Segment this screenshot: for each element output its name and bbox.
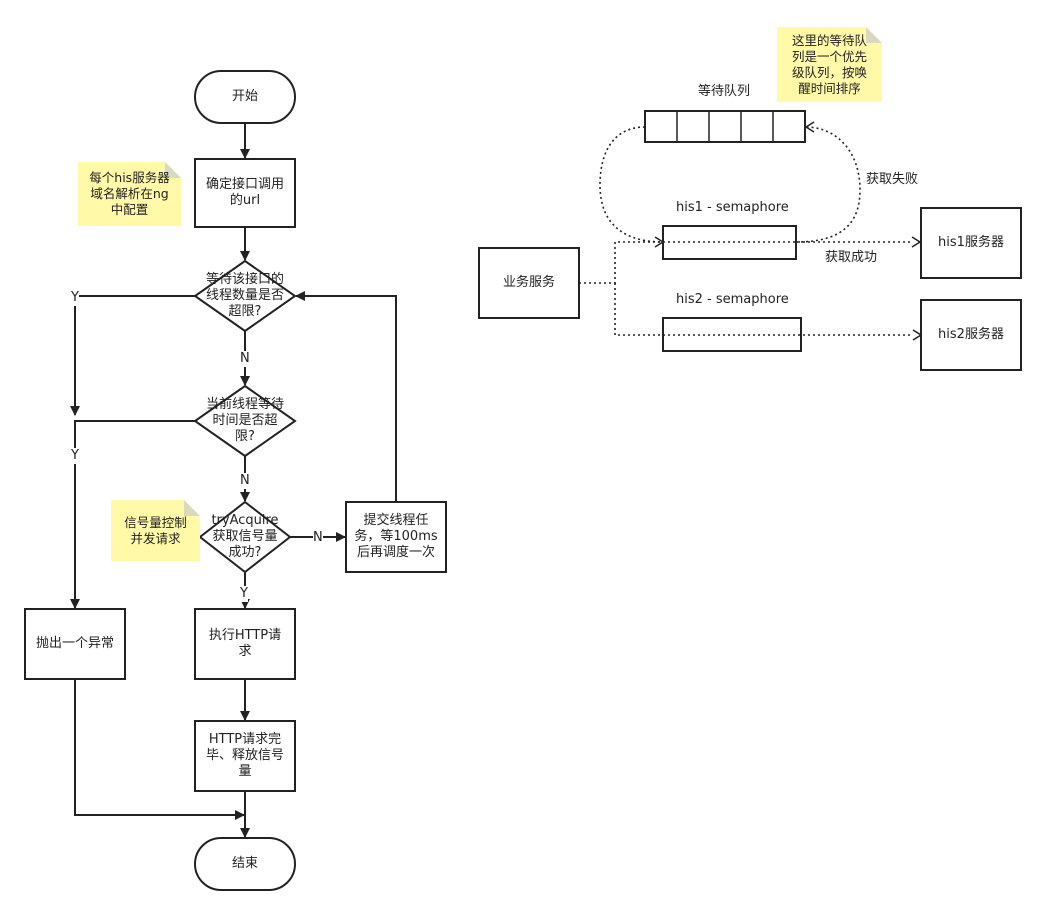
his1-server-box xyxy=(920,207,1022,279)
edge-acquire-fail-loop xyxy=(795,126,861,243)
edge-label-yes-wait-time: Y xyxy=(71,448,79,464)
determine-url-label: 确定接口调用 的url xyxy=(205,177,284,208)
try-acquire-label: tryAcquire 获取信号量 成功? xyxy=(211,513,279,560)
execute-http-box xyxy=(194,608,296,680)
note-ng-config-fold xyxy=(165,162,181,178)
edge-label-yes-thread-check: Y xyxy=(71,290,79,306)
his2-server-box xyxy=(920,299,1022,371)
determine-url-box xyxy=(194,158,296,228)
edge-business-to-semaphores xyxy=(579,241,912,284)
note-semaphore-control xyxy=(111,500,200,561)
arrow-to-his1-server xyxy=(911,236,922,248)
edge-resubmit-loop xyxy=(295,291,397,502)
thread-count-label: 等待该接口的 线程数量是否 超限? xyxy=(205,272,284,319)
throw-exception-box xyxy=(24,608,126,680)
arrow-into-his1-semaphore xyxy=(654,236,665,248)
edge-wait-time-yes xyxy=(70,420,195,609)
note-ng-config-text: 每个his服务器 域名解析在ng 中配置 xyxy=(89,170,170,217)
his1-server-label: his1服务器 xyxy=(938,235,1004,250)
queue-label: 等待队列 xyxy=(698,84,751,99)
acquire-success-label: 获取成功 xyxy=(825,250,878,265)
http-done-label: HTTP请求完 毕、释放信号 量 xyxy=(205,732,284,779)
his2-semaphore-label: his2 - semaphore xyxy=(676,292,789,307)
note-semaphore-control-text: 信号量控制 并发请求 xyxy=(124,514,187,546)
resubmit-box xyxy=(345,501,447,573)
edge-exception-to-end xyxy=(74,679,245,820)
resubmit-label: 提交线程任 务，等100ms 后再调度一次 xyxy=(354,513,438,560)
edge-queue-wakeup-loop xyxy=(599,126,664,243)
edge-label-yes-acquire: Y xyxy=(240,586,248,602)
execute-http-label: 执行HTTP请 求 xyxy=(208,628,282,659)
edge-label-no-wait-time: N xyxy=(240,473,250,489)
note-ng-config xyxy=(78,162,181,226)
edge-thread-check-yes xyxy=(70,295,195,416)
end-terminal xyxy=(194,837,296,891)
note-priority-queue xyxy=(777,27,882,102)
http-done-box xyxy=(194,720,296,792)
arrow-into-queue xyxy=(804,121,815,133)
note-priority-queue-fold xyxy=(866,27,882,43)
wait-time-label: 当前线程等待 时间是否超 限? xyxy=(205,397,284,444)
note-semaphore-control-fold xyxy=(184,500,200,516)
wait-queue xyxy=(644,110,806,143)
edge-label-no-thread-check: N xyxy=(240,351,250,367)
end-label: 结束 xyxy=(231,856,258,871)
edge-business-to-his2 xyxy=(614,283,913,336)
start-label: 开始 xyxy=(231,89,258,104)
throw-exception-label: 抛出一个异常 xyxy=(35,636,114,651)
business-service-box xyxy=(478,247,580,319)
business-service-label: 业务服务 xyxy=(502,275,555,290)
acquire-fail-label: 获取失败 xyxy=(866,172,919,187)
his2-server-label: his2服务器 xyxy=(938,327,1004,342)
edge-label-no-acquire: N xyxy=(313,530,323,546)
queue-note-text: 这里的等待队 列是一个优先 级队列，按唤 醒时间排序 xyxy=(791,32,867,96)
arrow-to-his2-server xyxy=(912,329,923,341)
his1-semaphore-label: his1 - semaphore xyxy=(676,200,789,215)
